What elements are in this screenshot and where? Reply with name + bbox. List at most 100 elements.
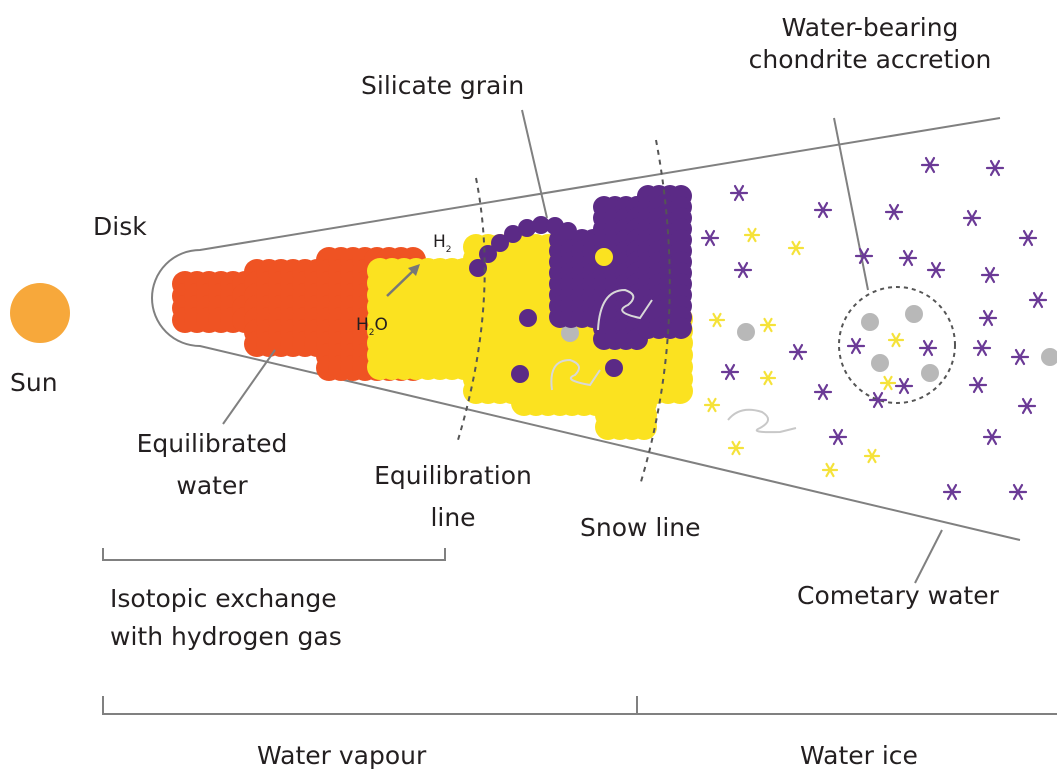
sun-label: Sun bbox=[10, 368, 58, 397]
ice-star bbox=[982, 428, 1002, 446]
ice-star bbox=[813, 383, 833, 401]
ice-star bbox=[788, 343, 808, 361]
ice-grain bbox=[1041, 348, 1057, 366]
water-bearing-label: Water-bearing chondrite accretion bbox=[735, 12, 1005, 76]
silicate-ridge-cell bbox=[491, 234, 509, 252]
silicate-dot bbox=[519, 309, 537, 327]
ice-star bbox=[894, 377, 914, 395]
blob-cell bbox=[670, 317, 692, 339]
silicate-grain-leader bbox=[521, 109, 548, 219]
accretion-leader bbox=[833, 117, 869, 291]
h2-arrow bbox=[386, 269, 415, 297]
disk-label: Disk bbox=[93, 212, 147, 241]
silicate-ridge-cell bbox=[559, 222, 577, 240]
grain-dot bbox=[561, 324, 579, 342]
ice-star bbox=[708, 312, 726, 328]
disk-outline bbox=[151, 117, 1021, 541]
ice-grain bbox=[921, 364, 939, 382]
ice-grain bbox=[871, 354, 889, 372]
accretion-circle bbox=[838, 286, 956, 404]
ice-star bbox=[743, 227, 761, 243]
ice-star bbox=[828, 428, 848, 446]
ice-star bbox=[978, 309, 998, 327]
yellow-dot bbox=[595, 248, 613, 266]
sun bbox=[10, 283, 70, 343]
h2-label: H2 bbox=[433, 232, 452, 255]
snow-line-label: Snow line bbox=[580, 513, 701, 542]
ice-field bbox=[700, 156, 1057, 501]
ice-star bbox=[879, 375, 897, 391]
ice-star bbox=[868, 391, 888, 409]
ice-grain bbox=[861, 313, 879, 331]
ice-star bbox=[703, 397, 721, 413]
swirl-arrow-2 bbox=[550, 358, 601, 391]
silicate-grain-cluster bbox=[469, 185, 692, 350]
silicate-ridge-cell bbox=[532, 216, 550, 234]
ice-star bbox=[729, 184, 749, 202]
ice-star bbox=[942, 483, 962, 501]
ice-star bbox=[985, 159, 1005, 177]
isotopic-exchange-label: Isotopic exchange with hydrogen gas bbox=[110, 583, 342, 653]
cometary-water-label: Cometary water bbox=[797, 581, 999, 610]
water-bearing-line-2: chondrite accretion bbox=[748, 45, 992, 74]
ice-star bbox=[863, 448, 881, 464]
ice-star bbox=[898, 249, 918, 267]
equilibration-line-line-2: line bbox=[430, 503, 476, 532]
ice-star bbox=[787, 240, 805, 256]
equilibration-line-line-1: Equilibration bbox=[374, 461, 532, 490]
blob-cell bbox=[631, 414, 657, 440]
ice-star bbox=[1028, 291, 1048, 309]
ice-star bbox=[920, 156, 940, 174]
phase-bracket bbox=[102, 696, 1057, 715]
ice-star bbox=[884, 203, 904, 221]
ice-star bbox=[887, 332, 905, 348]
swirl-arrow-3 bbox=[727, 408, 797, 434]
ice-star bbox=[1018, 229, 1038, 247]
ice-star bbox=[720, 363, 740, 381]
equilibrated-water-leader bbox=[222, 349, 276, 425]
h2-arrowhead bbox=[408, 264, 420, 276]
water-bearing-line-1: Water-bearing bbox=[781, 13, 959, 42]
blob-cell bbox=[667, 378, 693, 404]
isotopic-exchange-bracket bbox=[102, 548, 446, 561]
h2o-label: H2O bbox=[356, 315, 388, 338]
water-vapour-label: Water vapour bbox=[257, 741, 427, 770]
ice-star bbox=[1010, 348, 1030, 366]
equilibration-line bbox=[457, 177, 486, 441]
isotopic-exchange-line-2: with hydrogen gas bbox=[110, 622, 342, 651]
ice-star bbox=[700, 229, 720, 247]
ice-star bbox=[1017, 397, 1037, 415]
ice-star bbox=[813, 201, 833, 219]
silicate-ridge-cell bbox=[518, 219, 536, 237]
cometary-water-leader bbox=[914, 529, 943, 584]
ice-grain bbox=[737, 323, 755, 341]
equilibrated-water-line-1: Equilibrated bbox=[136, 429, 288, 458]
equilibrated-water-label: Equilibrated water bbox=[112, 428, 312, 502]
ice-star bbox=[759, 370, 777, 386]
ice-star bbox=[926, 261, 946, 279]
ice-star bbox=[980, 266, 1000, 284]
ice-star bbox=[821, 462, 839, 478]
ice-star bbox=[918, 339, 938, 357]
silicate-ridge-cell bbox=[469, 259, 487, 277]
equilibrated-water-line-2: water bbox=[176, 471, 248, 500]
silicate-dot bbox=[605, 359, 623, 377]
silicate-dot bbox=[511, 365, 529, 383]
ice-star bbox=[962, 209, 982, 227]
water-ice-label: Water ice bbox=[800, 741, 918, 770]
isotopic-exchange-line-1: Isotopic exchange bbox=[110, 584, 337, 613]
ice-star bbox=[846, 337, 866, 355]
ice-star bbox=[1008, 483, 1028, 501]
ice-star bbox=[733, 261, 753, 279]
ice-star bbox=[972, 339, 992, 357]
silicate-ridge-cell bbox=[504, 225, 522, 243]
ice-star bbox=[968, 376, 988, 394]
equilibration-line-label: Equilibration line bbox=[348, 460, 558, 534]
snow-line bbox=[639, 139, 671, 486]
silicate-grain-label: Silicate grain bbox=[361, 71, 525, 100]
swirl-arrow-1 bbox=[597, 288, 653, 331]
ice-star bbox=[854, 247, 874, 265]
ice-star bbox=[727, 440, 745, 456]
ice-star bbox=[759, 317, 777, 333]
